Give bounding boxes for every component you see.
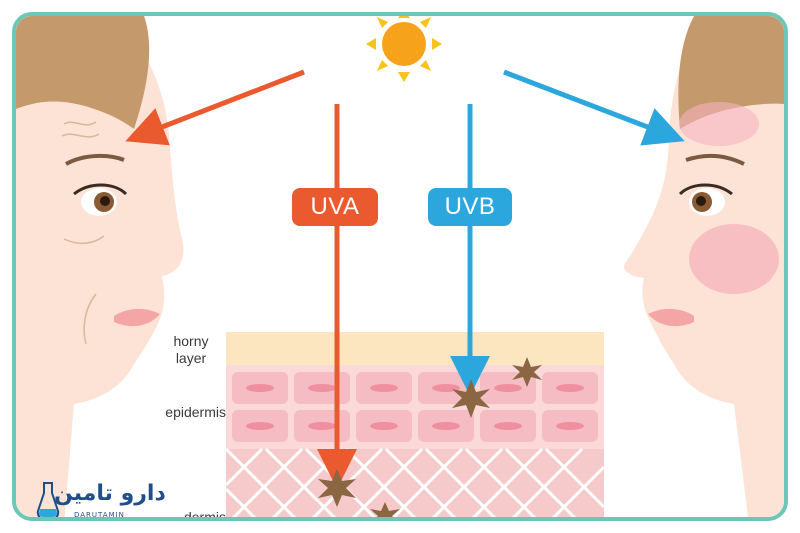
uva-label: UVA	[292, 188, 378, 226]
horny-layer-label: horny layer	[173, 333, 209, 366]
uvb-arrow-face	[503, 69, 685, 146]
dermis-label: dermis	[183, 509, 226, 521]
skin-uv-illustration	[16, 16, 784, 517]
logo-subtitle: DARUTAMIN	[74, 511, 125, 519]
logo: دارو تامین DARUTAMIN	[36, 479, 166, 519]
sunburn-face	[624, 16, 784, 517]
logo-name: دارو تامین	[54, 481, 166, 506]
logo-icon	[36, 482, 60, 517]
damage-star-icon	[318, 357, 542, 517]
uva-arrow-face	[125, 69, 305, 146]
hair	[678, 16, 784, 129]
skin-layers	[224, 332, 606, 517]
illustration-frame: UVA UVB horny layer epidermis dermis دار…	[12, 12, 788, 521]
epidermis-label: epidermis	[165, 404, 226, 420]
aged-face	[16, 16, 184, 517]
sun-icon	[366, 16, 442, 82]
horny-layer	[226, 332, 604, 365]
hair	[16, 16, 150, 129]
uvb-label: UVB	[428, 188, 512, 226]
